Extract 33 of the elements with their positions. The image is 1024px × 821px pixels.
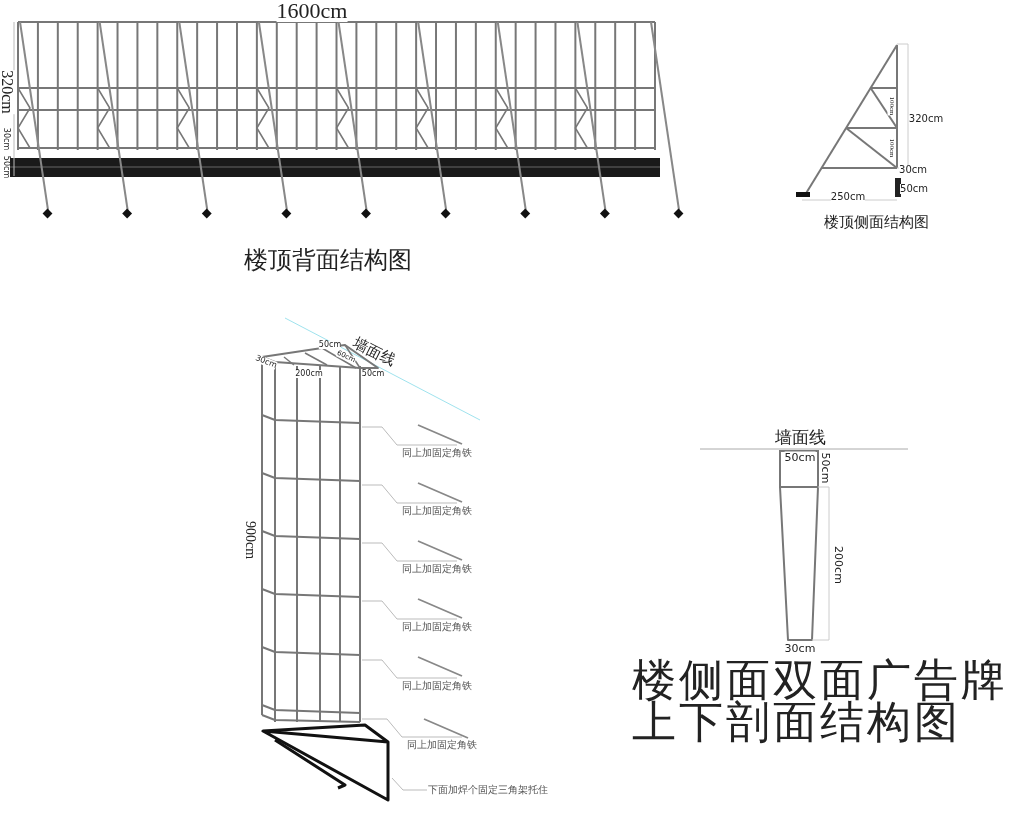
dimension-label: 320cm xyxy=(908,114,944,124)
dimension-label: 50cm xyxy=(819,452,831,484)
callout-text: 同上加固定角铁 xyxy=(402,564,472,574)
callout-text: 同上加固定角铁 xyxy=(402,448,472,458)
dimension-label: 50cm xyxy=(900,184,928,194)
wall-line-label: 墙面线 xyxy=(774,428,826,446)
leader-line xyxy=(391,777,428,791)
dimension-label: 50cm xyxy=(318,341,342,349)
callout-text: 下面加焊个固定三角架托住 xyxy=(428,785,548,795)
callout-text: 同上加固定角铁 xyxy=(407,740,477,750)
leader-line xyxy=(361,600,458,620)
leader-line xyxy=(361,542,458,562)
leader-line xyxy=(361,484,458,504)
dimension-label: 50cm xyxy=(361,370,385,378)
drawing-title: 上下剖面结构图 xyxy=(632,701,961,745)
dimension-label: 900cm xyxy=(243,520,257,560)
drawing-title: 楼顶背面结构图 xyxy=(244,248,412,272)
dimension-label: 30cm xyxy=(784,642,816,654)
leader-line xyxy=(361,718,463,738)
drawing-title: 楼顶侧面结构图 xyxy=(823,214,929,230)
dimension-label: 200cm xyxy=(295,370,323,378)
dimension-label: 320cm xyxy=(0,70,15,114)
dimension-label: 200cm xyxy=(832,546,844,584)
dimension-label: 30cm xyxy=(899,165,927,175)
callout-text: 同上加固定角铁 xyxy=(402,681,472,691)
dimension-label: 30cm xyxy=(2,127,10,151)
leader-line xyxy=(361,659,458,679)
dimension-label: 30cm xyxy=(254,354,278,370)
leader-line xyxy=(361,426,458,446)
callout-text: 同上加固定角铁 xyxy=(402,622,472,632)
dimension-label: 250cm xyxy=(830,192,866,202)
dimension-label: 50cm xyxy=(784,451,816,463)
callout-text: 同上加固定角铁 xyxy=(402,506,472,516)
